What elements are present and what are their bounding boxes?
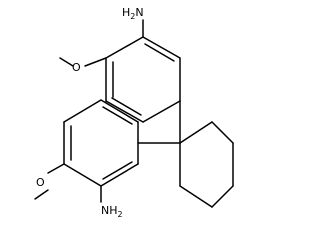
methyl-bond-bottom — [34, 189, 49, 200]
bond — [105, 36, 144, 59]
chemical-structure: H2N O O NH2 — [34, 6, 234, 219]
double-bond-inner — [102, 161, 133, 180]
bond — [105, 100, 144, 123]
bond — [211, 121, 234, 144]
oxygen-label-bottom: O — [36, 176, 45, 189]
bond — [63, 163, 102, 187]
methoxy-bond-top — [84, 57, 107, 67]
double-bond-inner — [102, 106, 133, 125]
methyl-bond-top — [59, 57, 74, 67]
methoxy-bond-bottom — [47, 163, 65, 174]
bond — [100, 163, 139, 187]
bond — [179, 121, 213, 144]
cyclohexane-ring — [179, 121, 234, 208]
upper-aniline-ring — [105, 36, 181, 123]
bond — [142, 36, 181, 59]
bond — [142, 100, 181, 123]
double-bond-inner — [111, 97, 142, 116]
bond — [211, 185, 234, 208]
bond — [179, 185, 213, 208]
double-bond-inner — [144, 43, 175, 62]
bond — [63, 99, 102, 123]
amine-label-bottom: NH2 — [101, 204, 123, 219]
bond — [100, 99, 139, 123]
oxygen-label-top: O — [72, 61, 81, 74]
amine-label-top: H2N — [122, 6, 144, 21]
